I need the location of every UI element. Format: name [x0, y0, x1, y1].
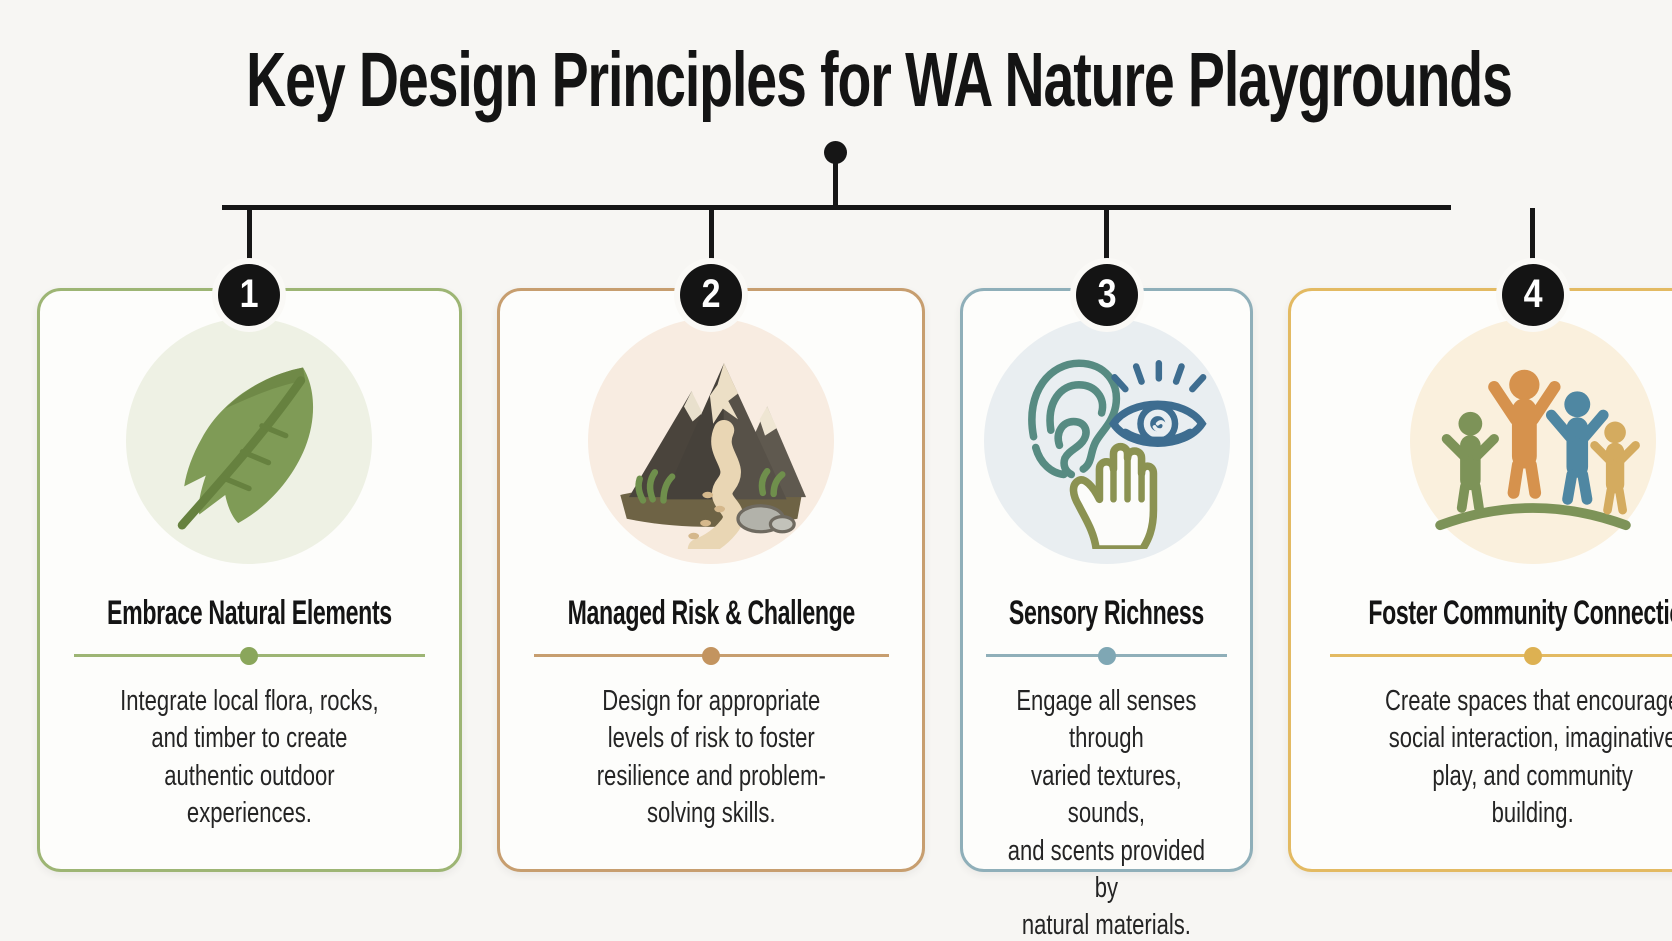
number-badge-2: 2	[680, 264, 743, 326]
card-divider	[533, 646, 889, 665]
page-title: Key Design Principles for WA Nature Play…	[246, 37, 1513, 123]
divider-dot	[240, 646, 259, 665]
card-embrace-natural-elements: 1 Embrace Natural Elements	[37, 208, 462, 872]
divider-dot	[1523, 646, 1542, 665]
mountain-trail-icon	[588, 318, 835, 564]
divider-dot	[702, 646, 721, 665]
connector-stem	[833, 158, 838, 210]
card-title: Foster Community Connection	[1368, 594, 1672, 632]
connector-root-dot	[824, 141, 847, 164]
card-divider	[1329, 646, 1672, 665]
number-badge-4: 4	[1501, 264, 1564, 326]
card-managed-risk-challenge: 2	[496, 208, 926, 872]
card-divider	[986, 646, 1228, 665]
card-divider	[73, 646, 426, 665]
community-figures-icon	[1409, 318, 1656, 564]
divider-dot	[1097, 646, 1116, 665]
number-badge-1: 1	[218, 264, 281, 326]
connector-drop-3	[1104, 208, 1110, 268]
card-title: Embrace Natural Elements	[107, 594, 392, 632]
card-description: Create spaces that encourage social inte…	[1385, 685, 1672, 830]
card-title: Sensory Richness	[1009, 594, 1205, 632]
connector-drop-4	[1530, 208, 1536, 268]
leaf-icon	[126, 318, 373, 564]
number-badge-3: 3	[1075, 264, 1138, 326]
card-sensory-richness: 3	[960, 208, 1254, 941]
card-description: Engage all senses through varied texture…	[1008, 685, 1206, 941]
card-foster-community-connection: 4	[1288, 208, 1672, 872]
connector-drop-1	[246, 208, 252, 268]
principle-cards-row: 1 Embrace Natural Elements	[37, 208, 1672, 941]
connector-horizontal-line	[222, 205, 1451, 210]
card-description: Integrate local flora, rocks, and timber…	[120, 685, 379, 830]
connector-drop-2	[708, 208, 714, 268]
card-title: Managed Risk & Challenge	[567, 594, 855, 632]
senses-ear-eye-hand-icon	[983, 318, 1230, 564]
card-description: Design for appropriate levels of risk to…	[596, 685, 826, 830]
